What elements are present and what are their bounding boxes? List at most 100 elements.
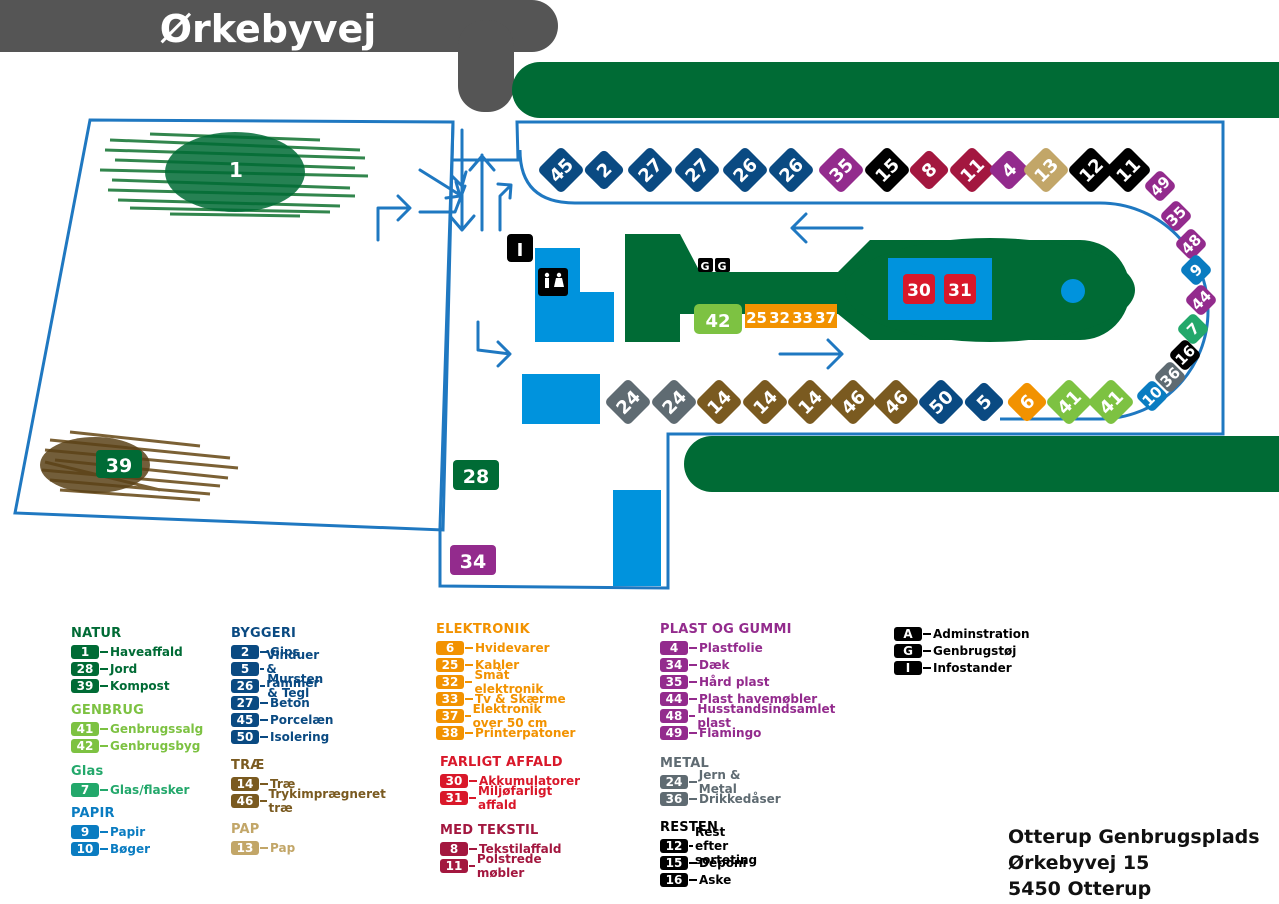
water-point [1061,279,1085,303]
legend-connector [100,830,108,833]
container-34 [450,545,496,575]
container-31-label: 31 [948,281,972,301]
container-24: 24 [652,380,696,424]
container-35: 35 [819,148,863,192]
legend-badge: 41 [71,721,99,736]
field-39-badge [96,450,142,478]
legend-connector [260,782,268,785]
info-sign [507,234,533,262]
legend-connector [465,646,473,649]
legend-connector [469,864,475,867]
container-label: 10 [1139,383,1166,410]
legend-label: Miljøfarligt affald [477,783,553,812]
container-14: 14 [788,380,832,424]
legend-badge: 25 [436,657,464,672]
container-7: 7 [1178,314,1208,344]
legend-badge: 13 [231,840,259,855]
container-label: 36 [1157,364,1184,391]
legend-label: Træ [270,776,296,791]
legend-badge: A [894,626,922,641]
legend-label: Kabler [475,657,520,672]
legend-badge: 16 [660,872,688,887]
legend-connector [260,650,268,653]
legend-badge: 46 [231,793,259,808]
legend-connector [923,632,931,635]
legend-connector [260,684,266,687]
legend-badge: 14 [231,776,259,791]
arrow-icon [496,182,513,232]
container-46: 46 [831,380,875,424]
container-5: 5 [964,382,1004,422]
container-11: 11 [1106,148,1150,192]
legend-badge: 39 [71,678,99,693]
site-map: Ørkebyvej 1 39 I [0,0,1279,590]
arrow-icon [376,194,412,242]
legend-badge: 4 [660,640,688,655]
sign-g-1-label: G [700,260,709,273]
legend-connector [465,680,473,683]
legend-label: Genbrugstøj [933,643,1017,658]
arrow-icon [468,153,496,232]
legend-connector [689,797,697,800]
container-25-label: 25 [746,309,767,327]
legend-label: Hvidevarer [475,640,550,655]
legend-label: Husstandsindsamlet plast [697,701,836,730]
legend-title: GENBRUG [71,703,144,718]
legend-connector [689,861,697,864]
legend-title: Glas [71,764,104,779]
legend-connector [465,697,473,700]
container-41: 41 [1047,380,1091,424]
legend-label: Pap [270,840,296,855]
container-label: 44 [1188,287,1215,314]
legend-connector [923,666,931,669]
legend-badge: 44 [660,691,688,706]
address-line-2: Ørkebyvej 15 [1008,852,1150,874]
container-37-label: 37 [815,309,836,327]
legend-connector [469,796,476,799]
field-39-label: 39 [106,455,132,477]
legend-connector [100,727,108,730]
legend-connector [689,697,697,700]
container-14: 14 [697,380,741,424]
legend-badge: 36 [660,791,688,806]
legend-badge: 1 [71,644,99,659]
arrow-icon [476,320,512,368]
legend-label: Akkumulatorer [479,773,581,788]
legend-badge: 37 [436,708,464,723]
legend-badge: 24 [660,774,688,789]
legend-connector [100,744,108,747]
legend-label: Infostander [933,660,1012,675]
legend-connector [260,718,268,721]
legend-badge: 9 [71,824,99,839]
legend-title: METAL [660,756,710,771]
legend-label: Tekstilaffald [479,841,562,856]
legend-label: Haveaffald [110,644,183,659]
container-50: 50 [919,380,963,424]
container-2: 2 [584,150,624,190]
